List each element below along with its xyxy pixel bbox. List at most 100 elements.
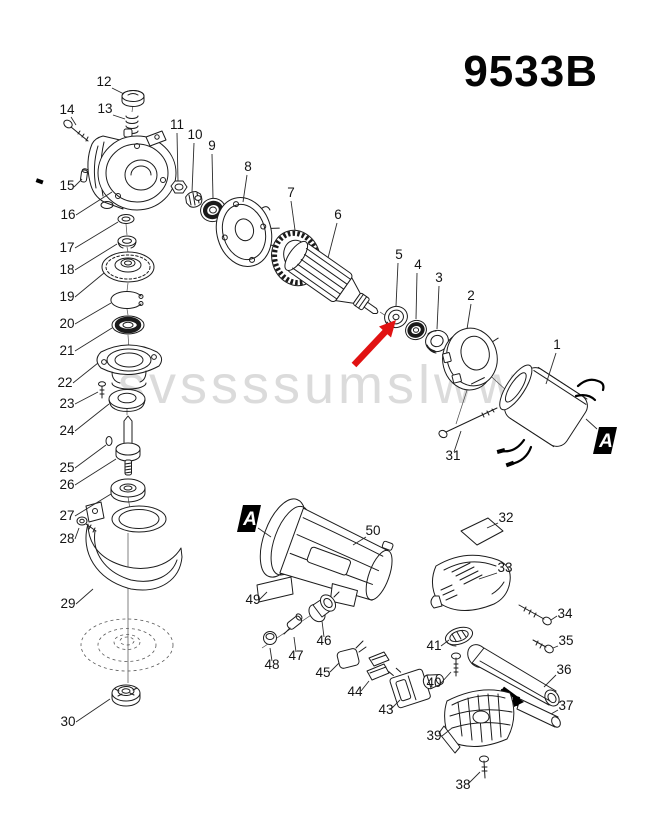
marker-a-right-label: A bbox=[598, 431, 613, 452]
part-31-screw bbox=[438, 407, 498, 439]
leader-line-49 bbox=[258, 591, 268, 601]
leader-line-41 bbox=[440, 639, 450, 647]
part-label-8: 8 bbox=[244, 159, 252, 174]
leader-line-11 bbox=[176, 132, 179, 182]
leader-line-33 bbox=[478, 572, 498, 580]
part-14-screw bbox=[63, 119, 89, 142]
part-21-ball-bearing bbox=[111, 315, 145, 335]
part-label-6: 6 bbox=[334, 207, 342, 222]
part-41-brush-cap bbox=[444, 626, 474, 647]
part-48-cap bbox=[263, 631, 277, 645]
part-label-29: 29 bbox=[60, 596, 75, 611]
leader-line-3 bbox=[436, 285, 440, 330]
part-label-37: 37 bbox=[558, 698, 573, 713]
leader-line-15 bbox=[73, 178, 83, 188]
part-label-9: 9 bbox=[208, 138, 216, 153]
part-26-spindle bbox=[115, 415, 141, 476]
part-label-16: 16 bbox=[60, 207, 75, 222]
leader-line-50 bbox=[352, 536, 367, 546]
part-label-10: 10 bbox=[187, 127, 202, 142]
part-34-screw bbox=[518, 604, 552, 626]
part-label-13: 13 bbox=[97, 101, 112, 116]
leader-line-37 bbox=[550, 709, 559, 715]
grinding-wheel-dashed bbox=[80, 618, 174, 672]
part-label-22: 22 bbox=[57, 375, 72, 390]
part-label-45: 45 bbox=[315, 665, 330, 680]
part-label-34: 34 bbox=[557, 606, 573, 621]
part-17-washer bbox=[117, 214, 135, 224]
marker-a-bottom-label: A bbox=[242, 509, 257, 530]
part-label-14: 14 bbox=[59, 102, 75, 117]
part-24-flange-washer bbox=[108, 389, 146, 412]
part-label-19: 19 bbox=[59, 289, 74, 304]
leader-line-4 bbox=[415, 272, 418, 320]
part-label-4: 4 bbox=[414, 257, 422, 272]
leader-line-17 bbox=[74, 221, 119, 249]
part-labels: 1234567891011121314151617181920212223242… bbox=[57, 74, 573, 792]
part-8-bearing-plate bbox=[215, 197, 280, 267]
part-12-cap bbox=[121, 90, 145, 107]
part-10-pinion-gear bbox=[185, 191, 203, 208]
part-label-24: 24 bbox=[59, 423, 75, 438]
part-label-43: 43 bbox=[378, 702, 393, 717]
part-label-12: 12 bbox=[96, 74, 111, 89]
leader-line-16 bbox=[75, 191, 113, 216]
part-label-46: 46 bbox=[316, 633, 331, 648]
part-label-44: 44 bbox=[347, 684, 363, 699]
part-46-retainer bbox=[308, 591, 340, 623]
part-label-35: 35 bbox=[558, 633, 573, 648]
leader-line-26 bbox=[74, 458, 117, 486]
part-1-field-coil bbox=[35, 178, 605, 468]
part-label-30: 30 bbox=[60, 714, 75, 729]
part-label-27: 27 bbox=[59, 508, 74, 523]
marker-a-right: A bbox=[585, 418, 617, 454]
part-18-washer bbox=[117, 235, 137, 249]
page-title: 9533B bbox=[463, 47, 598, 96]
leader-line-28 bbox=[74, 527, 80, 540]
part-36-cord-guard bbox=[467, 644, 560, 707]
part-33-handle-cover bbox=[430, 554, 511, 611]
part-label-15: 15 bbox=[59, 178, 74, 193]
part-label-33: 33 bbox=[497, 560, 512, 575]
part-label-48: 48 bbox=[264, 657, 279, 672]
part-label-21: 21 bbox=[59, 343, 74, 358]
part-label-38: 38 bbox=[455, 777, 470, 792]
part-30-lock-nut bbox=[111, 684, 141, 707]
leader-line-12 bbox=[111, 87, 125, 95]
leader-line-7 bbox=[290, 200, 296, 231]
part-label-7: 7 bbox=[287, 185, 295, 200]
leader-line-5 bbox=[395, 262, 399, 307]
part-15-pin bbox=[80, 168, 89, 183]
part-label-17: 17 bbox=[59, 240, 74, 255]
part-40-screw bbox=[451, 652, 461, 677]
leader-line-1 bbox=[545, 352, 557, 385]
part-20-circlip bbox=[110, 291, 144, 309]
leader-line-24 bbox=[74, 403, 110, 432]
part-label-26: 26 bbox=[59, 477, 74, 492]
part-label-49: 49 bbox=[245, 592, 260, 607]
part-19-crown-gear bbox=[101, 251, 155, 283]
part-3-labyrinth-ring bbox=[425, 329, 449, 354]
part-35-screw bbox=[532, 639, 554, 654]
leader-line-29 bbox=[75, 588, 94, 605]
leader-lines bbox=[70, 87, 559, 785]
leader-line-20 bbox=[74, 302, 112, 325]
part-label-36: 36 bbox=[556, 662, 571, 677]
leader-line-39 bbox=[441, 727, 453, 737]
part-label-41: 41 bbox=[426, 638, 441, 653]
leader-line-30 bbox=[75, 698, 111, 723]
leader-line-21 bbox=[74, 327, 113, 352]
part-label-1: 1 bbox=[553, 337, 561, 352]
leader-line-40 bbox=[440, 671, 452, 684]
leader-line-25 bbox=[74, 444, 107, 469]
part-label-28: 28 bbox=[59, 531, 74, 546]
part-45-capacitor bbox=[336, 640, 367, 669]
part-label-39: 39 bbox=[426, 728, 441, 743]
part-43-switch bbox=[388, 667, 445, 709]
leader-line-45 bbox=[329, 662, 340, 673]
part-label-31: 31 bbox=[445, 448, 460, 463]
leader-line-13 bbox=[112, 114, 126, 120]
part-16-gear-housing bbox=[87, 128, 177, 211]
part-37-power-cord bbox=[500, 688, 561, 728]
